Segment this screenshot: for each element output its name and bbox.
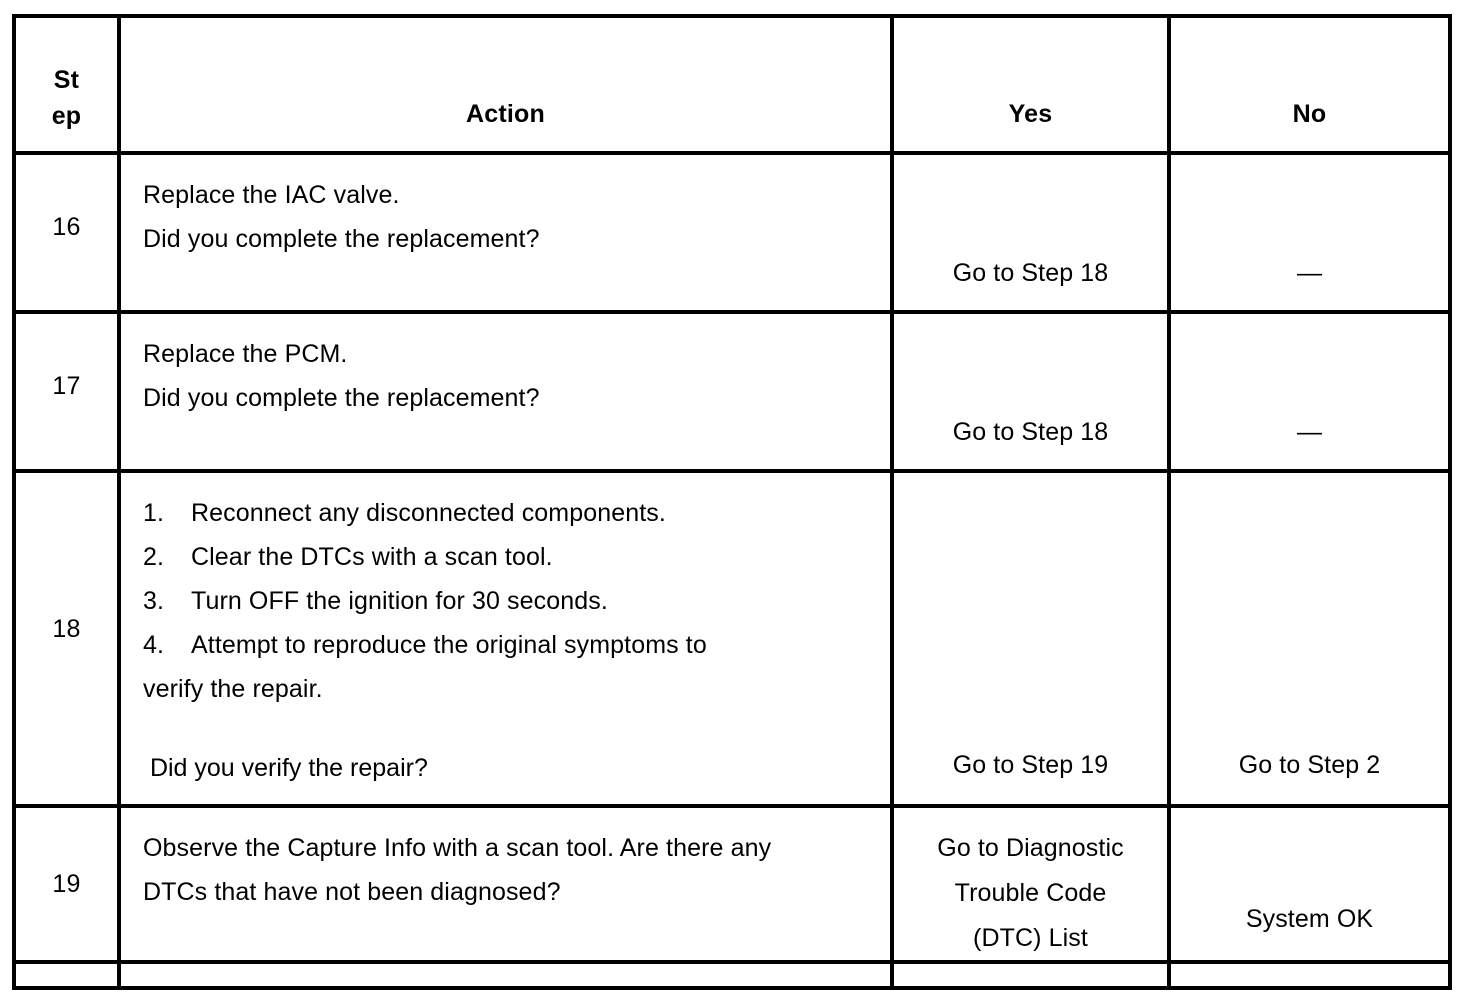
no-cell: — bbox=[1167, 151, 1452, 314]
yes-branch-text: Go to Step 18 bbox=[898, 410, 1163, 455]
action-text: Replace the IAC valve. Did you complete … bbox=[143, 173, 876, 261]
list-item: 2. Clear the DTCs with a scan tool. bbox=[143, 535, 876, 579]
action-cell: 1. Reconnect any disconnected components… bbox=[117, 469, 894, 808]
header-label-step-line2: ep bbox=[51, 102, 82, 130]
no-cell bbox=[1167, 960, 1452, 990]
header-label-step-line1: St bbox=[53, 66, 80, 94]
step-cell: 17 bbox=[12, 310, 121, 473]
header-cell-no: No bbox=[1167, 14, 1452, 155]
yes-branch-text: Go to Diagnostic Trouble Code (DTC) List bbox=[898, 826, 1163, 961]
no-branch-text: Go to Step 2 bbox=[1175, 743, 1444, 788]
no-branch-text: System OK bbox=[1175, 897, 1444, 942]
step-number: 17 bbox=[52, 372, 81, 400]
header-cell-action: Action bbox=[117, 14, 894, 155]
yes-cell: Go to Step 18 bbox=[890, 151, 1171, 314]
list-marker: 1. bbox=[143, 499, 165, 527]
table-row: 17 Replace the PCM. Did you complete the… bbox=[12, 310, 1452, 473]
yes-cell: Go to Diagnostic Trouble Code (DTC) List bbox=[890, 804, 1171, 964]
list-item: 4. Attempt to reproduce the original sym… bbox=[143, 623, 876, 667]
list-text: Turn OFF the ignition for 30 seconds. bbox=[191, 587, 608, 615]
action-cell bbox=[117, 960, 894, 990]
action-text: Observe the Capture Info with a scan too… bbox=[143, 826, 876, 914]
diagnostic-procedure-table: St ep Action Yes No 16 bbox=[12, 14, 1452, 990]
list-item: 3. Turn OFF the ignition for 30 seconds. bbox=[143, 579, 876, 623]
list-text: Reconnect any disconnected components. bbox=[191, 499, 666, 527]
step-cell: 18 bbox=[12, 469, 121, 808]
list-marker: 3. bbox=[143, 587, 165, 615]
table-header-row: St ep Action Yes No bbox=[12, 14, 1452, 155]
action-line: Did you complete the replacement? bbox=[143, 225, 540, 253]
step-number: 19 bbox=[52, 870, 81, 898]
table-row: 18 1. Reconnect any disconnected compone… bbox=[12, 469, 1452, 808]
header-label-no: No bbox=[1292, 100, 1327, 128]
yes-branch-text: Go to Step 18 bbox=[898, 251, 1163, 296]
branch-line: Go to Step 18 bbox=[952, 259, 1109, 287]
action-step-list: 1. Reconnect any disconnected components… bbox=[143, 491, 876, 667]
action-line: Observe the Capture Info with a scan too… bbox=[143, 834, 772, 862]
step-number: 18 bbox=[52, 615, 81, 643]
step-cell bbox=[12, 960, 121, 990]
action-line: Did you complete the replacement? bbox=[143, 384, 540, 412]
step-cell: 19 bbox=[12, 804, 121, 964]
yes-branch-text: Go to Step 19 bbox=[898, 743, 1163, 788]
yes-cell: Go to Step 19 bbox=[890, 469, 1171, 808]
no-cell: — bbox=[1167, 310, 1452, 473]
no-cell: System OK bbox=[1167, 804, 1452, 964]
no-branch-text: — bbox=[1175, 410, 1444, 455]
step-number: 16 bbox=[52, 213, 81, 241]
list-text: Clear the DTCs with a scan tool. bbox=[191, 543, 553, 571]
header-cell-step: St ep bbox=[12, 14, 121, 155]
header-label-yes: Yes bbox=[1008, 100, 1053, 128]
branch-line: Trouble Code bbox=[954, 879, 1107, 907]
action-line: DTCs that have not been diagnosed? bbox=[143, 878, 561, 906]
branch-line: Go to Step 19 bbox=[952, 751, 1109, 779]
branch-line: — bbox=[1296, 418, 1323, 446]
header-cell-yes: Yes bbox=[890, 14, 1171, 155]
step-cell: 16 bbox=[12, 151, 121, 314]
action-cell: Replace the PCM. Did you complete the re… bbox=[117, 310, 894, 473]
list-wrap-line: verify the repair. bbox=[143, 675, 323, 703]
action-line: Replace the IAC valve. bbox=[143, 181, 400, 209]
no-cell: Go to Step 2 bbox=[1167, 469, 1452, 808]
table-row: 19 Observe the Capture Info with a scan … bbox=[12, 804, 1452, 964]
yes-cell: Go to Step 18 bbox=[890, 310, 1171, 473]
list-text: Attempt to reproduce the original sympto… bbox=[191, 631, 707, 659]
table-row-partial bbox=[12, 960, 1452, 990]
action-text: 1. Reconnect any disconnected components… bbox=[143, 491, 876, 711]
header-label-step: St ep bbox=[16, 62, 117, 134]
yes-cell bbox=[890, 960, 1171, 990]
branch-line: (DTC) List bbox=[973, 924, 1088, 952]
header-label-action: Action bbox=[466, 100, 545, 128]
action-cell: Replace the IAC valve. Did you complete … bbox=[117, 151, 894, 314]
branch-line: System OK bbox=[1245, 905, 1374, 933]
list-marker: 2. bbox=[143, 543, 165, 571]
action-question: Did you verify the repair? bbox=[143, 754, 428, 782]
branch-line: — bbox=[1296, 259, 1323, 287]
action-line: Replace the PCM. bbox=[143, 340, 348, 368]
list-item: 1. Reconnect any disconnected components… bbox=[143, 491, 876, 535]
action-text: Replace the PCM. Did you complete the re… bbox=[143, 332, 876, 420]
action-cell: Observe the Capture Info with a scan too… bbox=[117, 804, 894, 964]
table-row: 16 Replace the IAC valve. Did you comple… bbox=[12, 151, 1452, 314]
no-branch-text: — bbox=[1175, 251, 1444, 296]
branch-line: Go to Step 18 bbox=[952, 418, 1109, 446]
list-marker: 4. bbox=[143, 631, 165, 659]
branch-line: Go to Diagnostic bbox=[937, 834, 1124, 862]
branch-line: Go to Step 2 bbox=[1238, 751, 1381, 779]
